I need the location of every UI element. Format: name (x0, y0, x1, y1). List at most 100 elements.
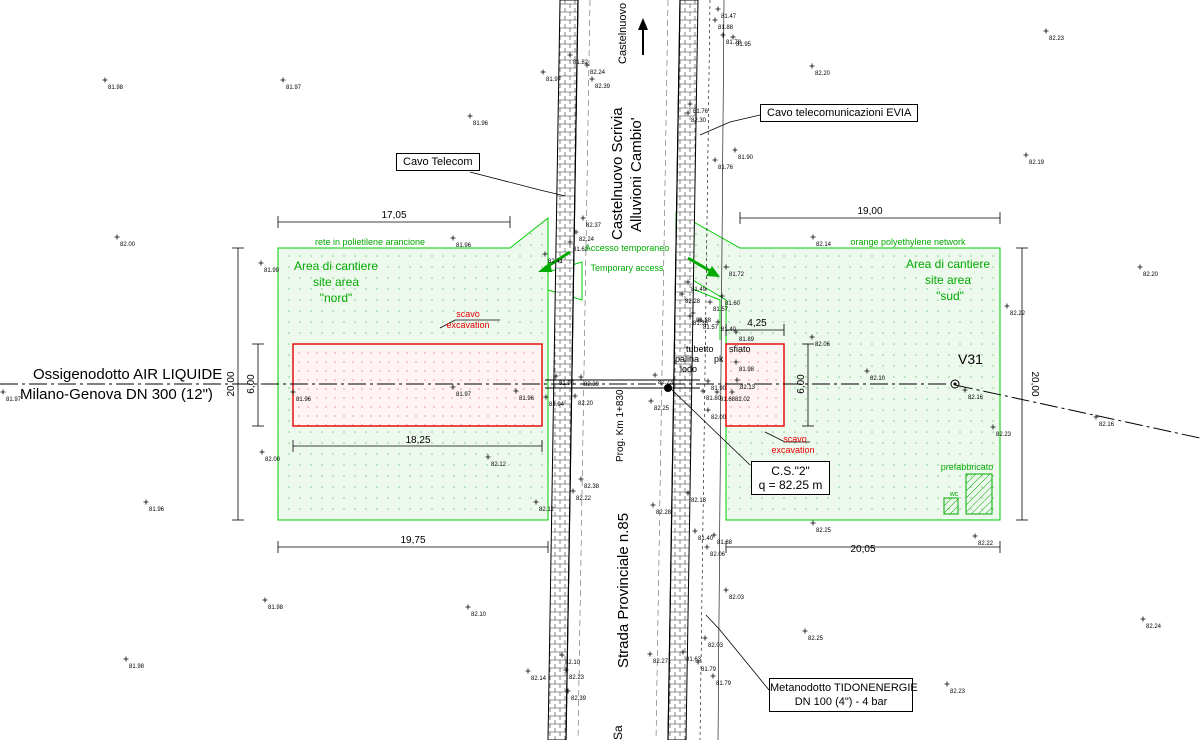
spot-cross-icon (810, 520, 816, 526)
spot-elevation-value: 81.97 (546, 77, 562, 83)
spot-elevation-value: 82.28 (685, 299, 701, 305)
spot-elevation: 82.02 (729, 389, 751, 403)
spot-elevation-value: 81.96 (296, 397, 312, 403)
spot-elevation-value: 82.13 (691, 498, 707, 504)
spot-cross-icon (685, 110, 691, 116)
spot-cross-icon (573, 229, 579, 235)
excavation-south-it: scavo (783, 434, 807, 444)
callout-cs2-name: C.S."2" (771, 464, 810, 478)
callout-telecom-text: Cavo Telecom (403, 156, 473, 168)
spot-cross-icon (143, 499, 149, 505)
spot-cross-icon (652, 372, 658, 378)
spot-elevation: 81.94 (543, 394, 565, 408)
spot-cross-icon (258, 260, 264, 266)
spot-elevation-value: 81.40 (698, 536, 714, 542)
spot-cross-icon (533, 499, 539, 505)
road-name-bottom-edge: Sa (611, 725, 625, 740)
spot-elevation: 81.97 (280, 77, 302, 91)
dim-height-right: 20,00 (1029, 371, 1040, 396)
spot-elevation: 81.40 (715, 319, 737, 333)
spot-elevation: 82.25 (648, 398, 670, 412)
spot-cross-icon (262, 597, 268, 603)
spot-elevation: 82.23 (944, 681, 966, 695)
spot-elevation-value: 82.00 (120, 242, 136, 248)
spot-cross-icon (680, 649, 686, 655)
spot-cross-icon (704, 544, 710, 550)
spot-elevation-value: 82.23 (1049, 36, 1065, 42)
spot-elevation: 81.57 (707, 299, 729, 313)
spot-elevation-value: 81.95 (736, 42, 752, 48)
spot-elevation-value: 81.36 (693, 321, 709, 327)
spot-elevation: 82.16 (962, 387, 984, 401)
spot-elevation-value: 82.14 (531, 676, 547, 682)
spot-elevation-value: 81.97 (456, 392, 472, 398)
spot-cross-icon (467, 113, 473, 119)
spot-elevation-value: 81.38 (696, 318, 712, 324)
spot-cross-icon (864, 368, 870, 374)
spot-elevation-value: 82.03 (708, 643, 724, 649)
spot-elevation: 82.39 (578, 374, 600, 388)
spot-elevation-value: 82.23 (569, 675, 585, 681)
prefab-label: prefabbricato (941, 462, 994, 472)
spot-elevation: 82.12 (533, 499, 555, 513)
spot-elevation: 81.49 (685, 279, 707, 293)
spot-elevation: 81.40 (692, 528, 714, 542)
spot-elevation-value: 82.39 (595, 84, 611, 90)
road-name-top-edge: Castelnuovo S (617, 0, 629, 64)
spot-elevation: 82.39 (565, 688, 587, 702)
spot-elevation: 81.82 (567, 52, 589, 66)
site-north-title: Area di cantiere (294, 259, 378, 273)
callout-cs2-quote: q = 82.25 m (758, 478, 823, 492)
spot-elevation: 81.90 (705, 378, 727, 392)
spot-elevation-value: 81.98 (129, 664, 145, 670)
spot-cross-icon (719, 293, 725, 299)
spot-elevation: 81.78 (720, 32, 742, 46)
spot-cross-icon (729, 389, 735, 395)
spot-cross-icon (565, 688, 571, 694)
spot-elevation-value: 81.82 (573, 60, 589, 66)
spot-cross-icon (809, 63, 815, 69)
site-south-sub: site area (925, 273, 971, 287)
trench-label-sfiato: sfiato (729, 344, 751, 354)
spot-elevation: 82.14 (525, 668, 547, 682)
spot-elevation-value: 81.95 (559, 381, 575, 387)
dim-exc-left: 6,00 (246, 374, 257, 394)
spot-elevation-value: 82.30 (691, 118, 707, 124)
trench-label-palina: palina (675, 354, 699, 364)
spot-elevation-value: 82.25 (808, 636, 824, 642)
spot-elevation-value: 81.80 (706, 396, 722, 402)
dim-exc-right: 6,00 (796, 374, 807, 394)
spot-elevation: 82.24 (573, 229, 595, 243)
spot-elevation: 81.98 (123, 656, 145, 670)
access-it: Accesso temporaneo (585, 243, 670, 253)
spot-elevation: 82.37 (580, 215, 602, 229)
spot-cross-icon (259, 449, 265, 455)
spot-elevation: 81.38 (690, 310, 712, 324)
spot-elevation: 82.06 (704, 544, 726, 558)
excavation-north-en: excavation (446, 320, 489, 330)
spot-elevation: 81.89 (733, 329, 755, 343)
spot-cross-icon (990, 424, 996, 430)
spot-elevation: 82.12 (485, 454, 507, 468)
dim-south-top: 19,00 (857, 206, 882, 217)
spot-elevation: 81.47 (715, 6, 737, 20)
spot-elevation-value: 82.25 (654, 406, 670, 412)
spot-cross-icon (580, 215, 586, 221)
spot-elevation: 81.96 (467, 113, 489, 127)
spot-elevation: 82.13 (734, 377, 756, 391)
spot-elevation-value: 82.22 (978, 541, 994, 547)
road (547, 0, 725, 740)
access-arrow-south-icon (687, 256, 720, 277)
spot-elevation: 82.19 (1023, 152, 1045, 166)
spot-elevation: 81.76 (712, 157, 734, 171)
spot-cross-icon (715, 6, 721, 12)
spot-cross-icon (123, 656, 129, 662)
spot-elevation-value: 81.79 (716, 681, 732, 687)
spot-elevation: 82.23 (1043, 28, 1065, 42)
spot-elevation: 82.03 (723, 587, 745, 601)
dim-south-bottom: 20,05 (850, 544, 875, 555)
progressive-km: Prog. Km 1+830 (615, 389, 626, 462)
spot-elevation-value: 81.63 (686, 657, 702, 663)
spot-elevation-value: 82.10 (870, 376, 886, 382)
